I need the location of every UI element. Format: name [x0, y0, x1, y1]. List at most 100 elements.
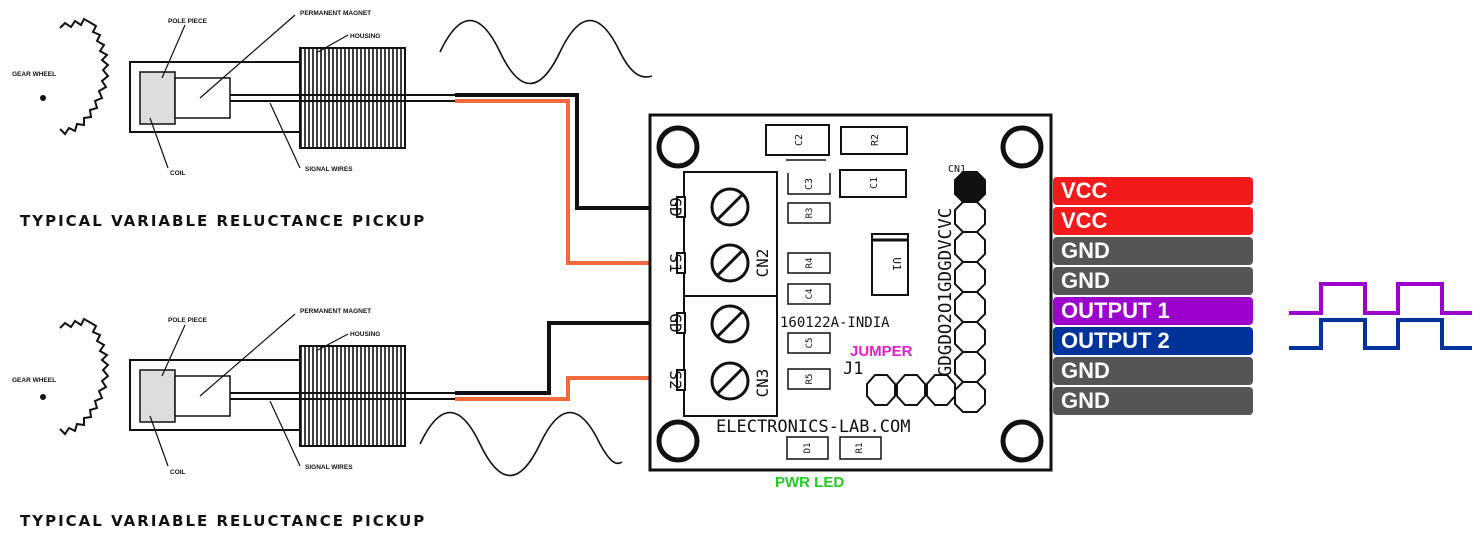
- pickup-caption-top: TYPICAL VARIABLE RELUCTANCE PICKUP: [20, 212, 427, 230]
- u1-footprint: [871, 233, 909, 296]
- sine-wave-bottom: [419, 411, 623, 477]
- c2-label: C2: [794, 134, 805, 146]
- permanent-magnet-label-bottom: PERMANENT MAGNET: [300, 308, 371, 315]
- cn2-pin-gd: GD: [666, 197, 685, 216]
- sine-wave-top: [439, 19, 653, 85]
- leader-magnet-bottom: [199, 313, 296, 397]
- pin-label-output-1: OUTPUT 1: [1053, 297, 1253, 325]
- wire-bottom-black: [455, 321, 660, 395]
- gear-wheel-bottom: [59, 317, 110, 436]
- gear-wheel-label-top: GEAR WHEEL: [12, 71, 56, 78]
- pcb-board: GD S1 CN2 GD S2 CN3 C2 R2 C3 C1 R3 U1 R4…: [648, 113, 1053, 472]
- cn2-tab-1: [676, 196, 686, 218]
- pin-label-gnd-2: GND: [1053, 267, 1253, 295]
- signal-wires-label-bottom: SIGNAL WIRES: [305, 464, 353, 471]
- gear-axle-bottom: [40, 394, 46, 400]
- leader-housing-top: [317, 34, 349, 53]
- jumper-label: JUMPER: [850, 343, 913, 360]
- coil-label-top: COIL: [170, 170, 186, 177]
- cn2-screw-2-slot: [716, 249, 744, 277]
- pin-label-gnd-3: GND: [1053, 357, 1253, 385]
- housing-thread-bottom: [299, 345, 406, 447]
- j1-pin-2: [896, 374, 926, 406]
- pin-label-vcc-1: VCC: [1053, 177, 1253, 205]
- cn1-header: [954, 171, 986, 413]
- cn1-pin-6: [954, 321, 986, 353]
- cn1-pin-labels: GDGDO2O1GDGDVCVC: [936, 208, 956, 377]
- pole-piece-label-top: POLE PIECE: [168, 18, 208, 25]
- gear-axle-top: [40, 95, 46, 101]
- c5-label: C5: [805, 338, 815, 349]
- c2-footprint: [765, 124, 830, 156]
- pin-label-gnd-4: GND: [1053, 387, 1253, 415]
- coil-label-bottom: COIL: [170, 469, 186, 476]
- leader-signal-wires-bottom: [269, 400, 301, 467]
- j1-header: [866, 374, 956, 406]
- cn1-pin-4: [954, 261, 986, 293]
- r5-label: R5: [805, 374, 815, 385]
- pin-label-output-2: OUTPUT 2: [1053, 327, 1253, 355]
- r1-footprint: [839, 436, 882, 460]
- cn2-tab-2: [676, 252, 686, 274]
- r2-footprint: [840, 126, 908, 155]
- housing-label-bottom: HOUSING: [350, 331, 380, 338]
- r3-footprint: [787, 202, 831, 224]
- cn1-pin-5: [954, 291, 986, 323]
- cn3-label: CN3: [753, 369, 772, 398]
- magnet-top: [174, 77, 231, 119]
- r2-label: R2: [870, 134, 881, 146]
- pickup-caption-bottom: TYPICAL VARIABLE RELUCTANCE PICKUP: [20, 512, 427, 530]
- cn1-pin-7: [954, 351, 986, 383]
- cn1-pin-1: [954, 171, 986, 203]
- leader-magnet-top: [199, 14, 296, 99]
- j1-pin-3: [926, 374, 956, 406]
- cn1-label: CN1: [948, 164, 966, 175]
- cn3-tab-1: [676, 312, 686, 334]
- mount-hole-bl: [656, 419, 700, 463]
- j1-label: J1: [843, 359, 863, 379]
- pin-label-gnd-1: GND: [1053, 237, 1253, 265]
- leader-pole-piece-bottom: [161, 324, 186, 377]
- c1-label: C1: [869, 177, 880, 189]
- wire-top-orange: [455, 99, 660, 265]
- cn3-pin-s2: S2: [666, 370, 685, 389]
- output1-waveform: [1289, 282, 1472, 315]
- r3-label: R3: [805, 208, 815, 219]
- cn3-screw-2-slot: [716, 367, 744, 395]
- cn3-tab-2: [676, 369, 686, 391]
- c1-footprint: [839, 169, 907, 198]
- c5-footprint: [787, 332, 831, 354]
- pole-piece-label-bottom: POLE PIECE: [168, 317, 208, 324]
- leader-signal-wires-top: [269, 102, 301, 169]
- signal-wires-label-top: SIGNAL WIRES: [305, 166, 353, 173]
- cn1-pin-3: [954, 231, 986, 263]
- housing-label-top: HOUSING: [350, 33, 380, 40]
- leader-pole-piece-top: [161, 24, 186, 79]
- coil-bottom: [139, 369, 176, 423]
- pickup-bottom: GEAR WHEEL POLE PIECE PERMANENT MAGNET H…: [12, 308, 623, 477]
- cn3-screw-1-slot: [716, 310, 744, 338]
- c3-footprint: [787, 173, 831, 195]
- wire-bottom-orange: [455, 376, 660, 401]
- coil-top: [139, 71, 176, 125]
- r4-label: R4: [805, 258, 815, 269]
- mount-hole-tr: [1000, 125, 1044, 169]
- d1-label: D1: [803, 443, 813, 454]
- cn1-pin-2: [954, 201, 986, 233]
- website-label: ELECTRONICS-LAB.COM: [716, 417, 910, 437]
- leader-housing-bottom: [317, 333, 349, 351]
- leader-coil-bottom: [149, 415, 169, 467]
- cn1-pin-8: [954, 381, 986, 413]
- leader-coil-top: [149, 117, 169, 169]
- pickup-top: GEAR WHEEL POLE PIECE PERMANENT MAGNET H…: [12, 10, 653, 177]
- cn2-pin-s1: S1: [666, 253, 685, 272]
- magnet-bottom: [174, 375, 231, 417]
- j1-pin-1: [866, 374, 896, 406]
- output2-waveform: [1289, 318, 1472, 350]
- u1-label: U1: [890, 257, 903, 270]
- c3-label: C3: [804, 178, 815, 190]
- r4-footprint: [787, 252, 831, 274]
- cn2-label: CN2: [753, 249, 772, 278]
- pin-label-vcc-2: VCC: [1053, 207, 1253, 235]
- cn3-pin-gd: GD: [666, 313, 685, 332]
